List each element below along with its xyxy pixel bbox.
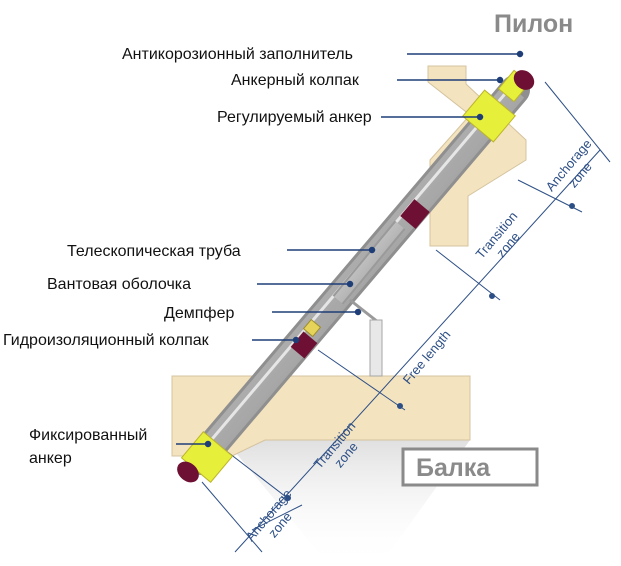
adjustable-anchor-block bbox=[462, 89, 516, 143]
label-damper: Демпфер bbox=[164, 305, 234, 322]
beam-title-frame bbox=[401, 447, 539, 487]
anti-corrosion-filler bbox=[513, 70, 535, 90]
lower-maroon-collar bbox=[290, 331, 318, 359]
zone-label-transition-top: Transition zone bbox=[473, 209, 523, 262]
leader-lines bbox=[176, 50, 524, 448]
label-anchor-cap: Анкерный колпак bbox=[231, 72, 360, 89]
damper-support bbox=[349, 298, 383, 377]
beam-title: Балка bbox=[416, 454, 491, 482]
zone-dimensions bbox=[201, 81, 611, 553]
upper-maroon-collar bbox=[400, 199, 430, 229]
pylon-title: Пилон bbox=[494, 10, 573, 38]
label-anti-corrosion-filler: Антикорозионный заполнитель bbox=[122, 46, 353, 63]
label-stay-sheath: Вантовая оболочка bbox=[47, 276, 191, 293]
label-adjustable-anchor: Регулируемый анкер bbox=[217, 109, 372, 126]
label-telescopic-pipe: Телескопическая труба bbox=[67, 243, 241, 260]
telescopic-pipe bbox=[332, 220, 406, 305]
zone-label-anchorage-top: Anchorage zone bbox=[543, 136, 595, 194]
label-fixed-anchor-line2: анкер bbox=[29, 450, 72, 467]
fixed-anchor-end bbox=[177, 461, 199, 483]
label-waterproof-cap: Гидроизоляционный колпак bbox=[3, 332, 210, 349]
damper-block bbox=[302, 318, 322, 338]
label-fixed-anchor-line1: Фиксированный bbox=[29, 427, 147, 444]
